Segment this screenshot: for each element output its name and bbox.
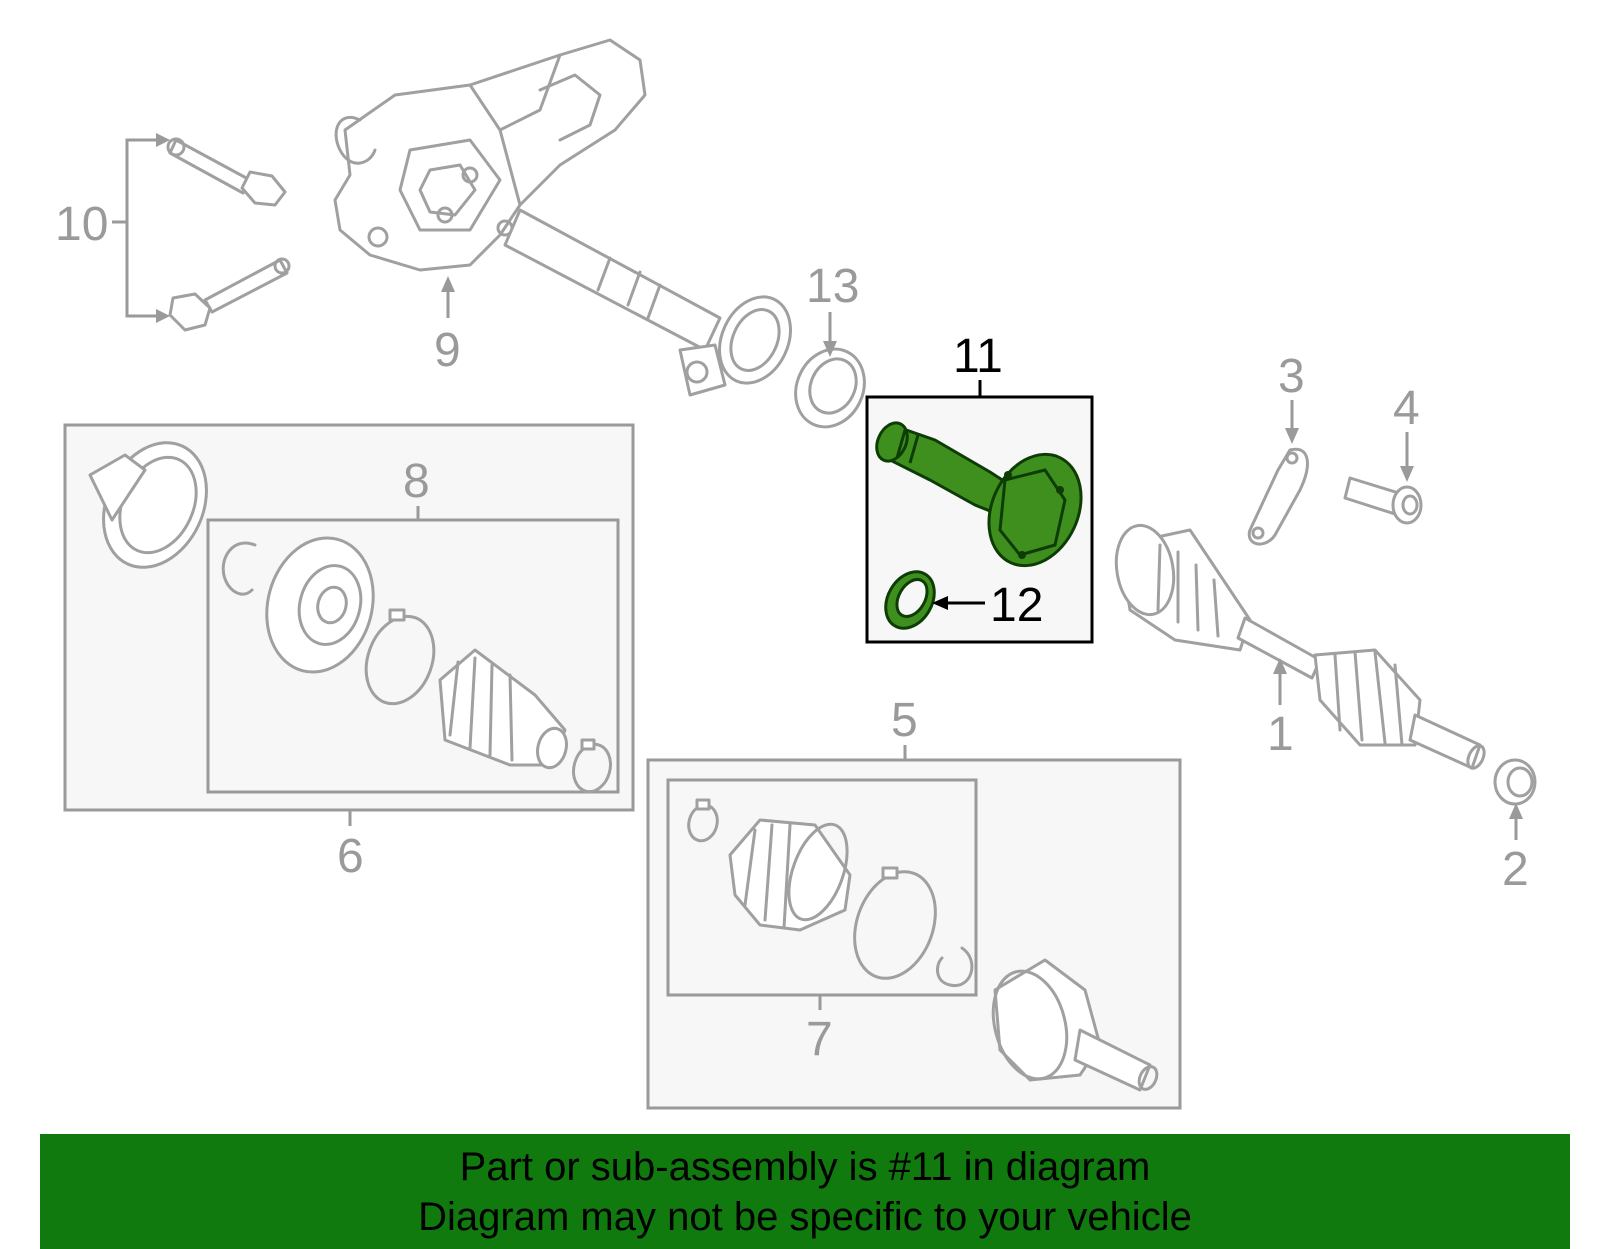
stub-shaft-11 <box>875 421 1083 568</box>
callout-11[interactable]: 11 <box>953 330 1003 383</box>
nut-2 <box>1493 758 1537 806</box>
o-ring-12 <box>884 570 936 630</box>
callout-5: 5 <box>891 694 918 747</box>
axle-shaft-1 <box>1114 523 1486 770</box>
snap-ring-7 <box>936 946 974 987</box>
small-clamp-8 <box>572 738 612 794</box>
callout-2: 2 <box>1502 843 1529 896</box>
callout-7: 7 <box>806 1013 833 1066</box>
callout-10: 10 <box>55 198 108 251</box>
banner-line-1: Part or sub-assembly is #11 in diagram <box>459 1144 1151 1189</box>
banner-line-2: Diagram may not be specific to your vehi… <box>418 1194 1192 1239</box>
leader-10 <box>112 138 158 318</box>
cv-boot-8 <box>438 648 568 770</box>
callout-1: 1 <box>1267 708 1294 761</box>
cv-boot-large-6 <box>88 441 208 569</box>
bolt-4 <box>1343 476 1423 525</box>
callout-4: 4 <box>1393 382 1420 435</box>
bolt-lower <box>168 257 291 332</box>
callout-12: 12 <box>990 579 1043 632</box>
snap-ring-8 <box>221 541 257 596</box>
callout-3: 3 <box>1278 350 1305 403</box>
group-box-7 <box>666 778 978 997</box>
cv-boot-7 <box>728 818 852 932</box>
seal-ring-13 <box>794 347 866 429</box>
callout-6: 6 <box>337 830 364 883</box>
inner-cv-joint-8 <box>265 536 375 674</box>
callout-9: 9 <box>434 324 461 377</box>
outer-cv-joint-5 <box>991 958 1159 1092</box>
bracket-3 <box>1247 447 1309 546</box>
callout-8: 8 <box>403 455 430 508</box>
clamp-8 <box>364 608 436 706</box>
group-box-8 <box>206 518 620 794</box>
callout-13: 13 <box>806 260 859 313</box>
info-banner: Part or sub-assembly is #11 in diagram D… <box>40 1134 1570 1249</box>
bolt-upper <box>166 137 287 207</box>
small-clamp-7 <box>687 798 719 843</box>
clamp-7 <box>853 866 937 980</box>
differential-housing <box>333 38 792 397</box>
